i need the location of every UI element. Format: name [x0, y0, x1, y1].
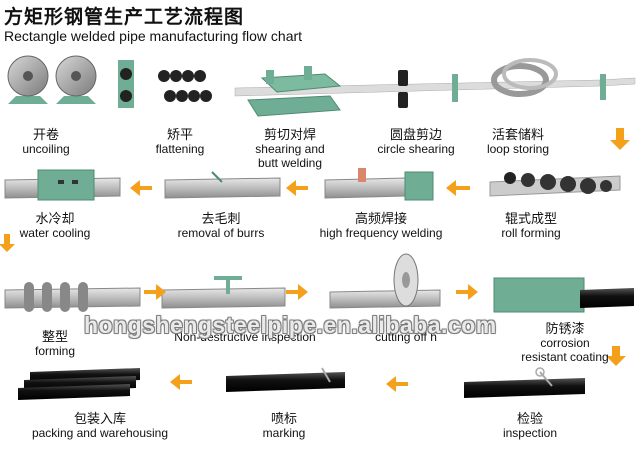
flow-arrows [0, 128, 630, 392]
uncoiler-machine [7, 55, 97, 104]
loop-storing-machine [452, 58, 606, 102]
hf-welding-machine [324, 168, 434, 201]
arrow-down-icon [0, 234, 15, 252]
burr-removal-pipe [164, 171, 281, 199]
arrow-down-icon [610, 128, 630, 150]
page-title: 方矩形钢管生产工艺流程图 [4, 7, 245, 28]
page-subtitle: Rectangle welded pipe manufacturing flow… [4, 28, 303, 44]
arrow-left-icon [386, 376, 408, 392]
watermark-text: hongshengsteelpipe.en.alibaba.com [84, 312, 497, 338]
arrow-right-icon [286, 284, 308, 300]
coating-machine [493, 277, 634, 313]
shear-welding-machine [247, 66, 342, 117]
packing-pipes [18, 368, 140, 400]
forming-machine [4, 282, 141, 312]
step-cutting-off: cutting off h [375, 330, 437, 344]
arrow-down-icon [606, 346, 626, 366]
ndt-inspection-pipe [161, 276, 286, 309]
arrow-right-icon [456, 284, 478, 300]
circle-shearing-machine [398, 70, 408, 108]
arrow-left-icon [130, 180, 152, 196]
inspection-pipe [464, 367, 585, 398]
arrow-left-icon [170, 374, 192, 390]
flattening-machine [118, 60, 212, 108]
step-non-destructive-inspection: Non-destructive inspection [174, 330, 316, 344]
arrow-left-icon [446, 180, 470, 196]
arrow-left-icon [286, 180, 308, 196]
water-cooling-box [4, 169, 121, 201]
cutting-saw [329, 253, 441, 309]
arrow-right-icon [144, 284, 166, 300]
roll-forming-machine [489, 172, 621, 197]
marking-pipe [226, 367, 345, 392]
